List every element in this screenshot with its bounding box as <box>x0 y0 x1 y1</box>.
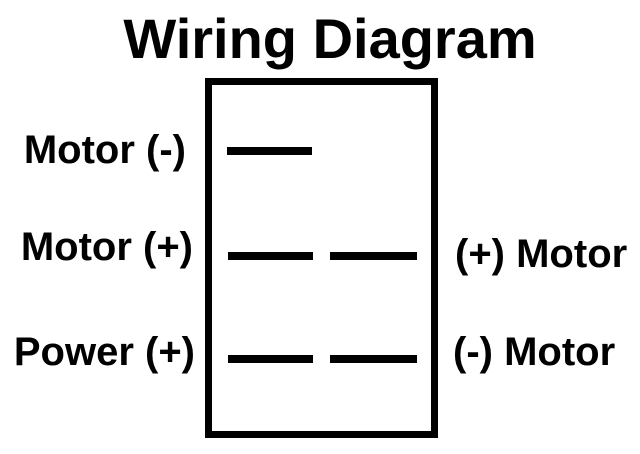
label-minus-motor: (-) Motor <box>453 330 616 374</box>
label-power-positive: Power (+) <box>13 330 195 374</box>
terminal-pin-motor-positive <box>228 252 313 260</box>
label-motor-negative: Motor (-) <box>23 128 186 172</box>
label-plus-motor: (+) Motor <box>455 232 628 276</box>
terminal-pin-minus-motor <box>330 355 417 363</box>
terminal-pin-power-positive <box>228 355 313 363</box>
label-motor-positive: Motor (+) <box>20 225 193 269</box>
diagram-title: Wiring Diagram <box>123 7 537 70</box>
terminal-pin-plus-motor <box>330 252 417 260</box>
terminal-pin-motor-negative <box>227 147 312 155</box>
